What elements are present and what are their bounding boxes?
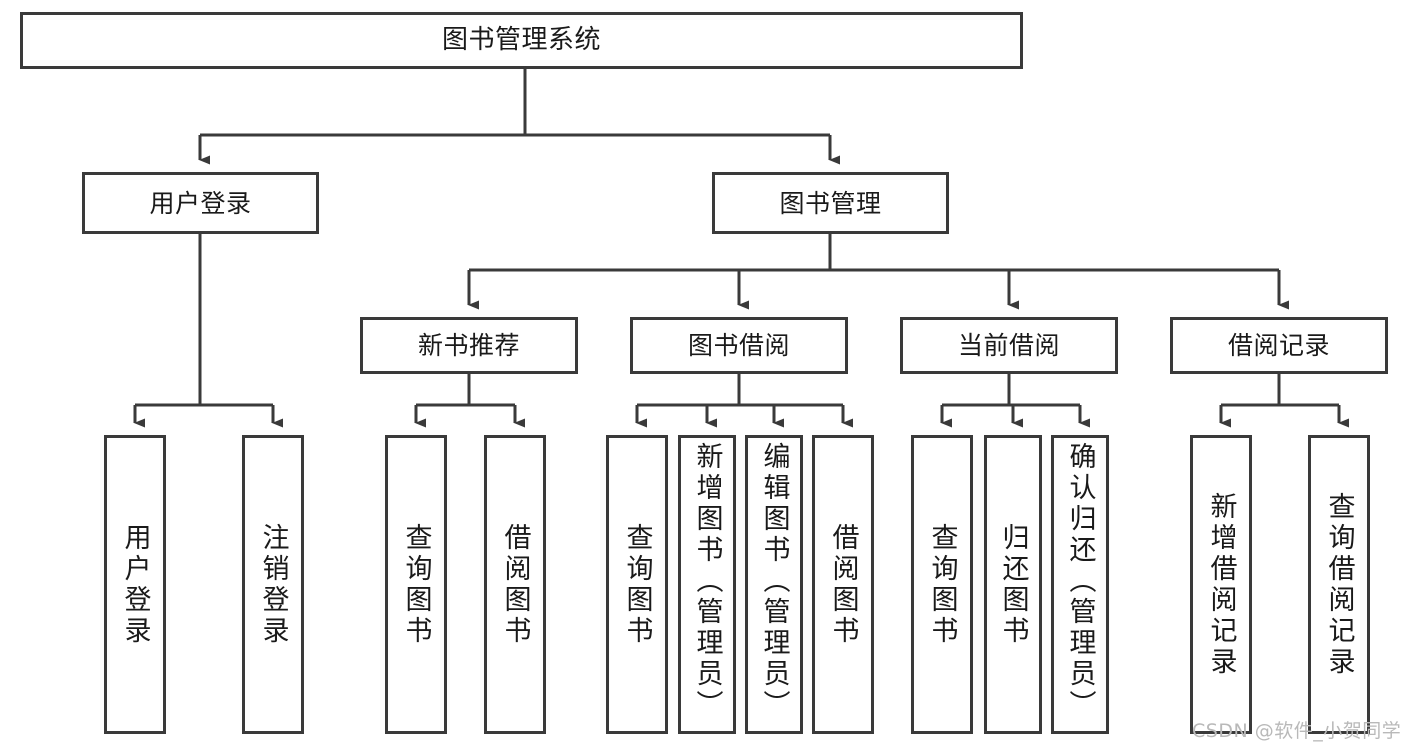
node-leaf-query-borrow-record-label: 查询借阅记录 xyxy=(1323,491,1355,678)
node-book-borrow-label: 图书借阅 xyxy=(687,331,790,360)
node-book-borrow[interactable]: 图书借阅 xyxy=(630,317,848,374)
node-book-management-label: 图书管理 xyxy=(779,188,882,218)
node-leaf-add-book-admin-label: 新增图书（管理员） xyxy=(691,442,723,721)
node-current-borrow-label: 当前借阅 xyxy=(957,331,1060,360)
node-leaf-return-book-label: 归还图书 xyxy=(997,522,1029,647)
node-leaf-query-book-1[interactable]: 查询图书 xyxy=(385,435,447,734)
node-leaf-query-book-3[interactable]: 查询图书 xyxy=(911,435,973,734)
node-root-label: 图书管理系统 xyxy=(441,25,601,56)
node-user-login[interactable]: 用户登录 xyxy=(82,172,319,234)
node-leaf-borrow-book-1[interactable]: 借阅图书 xyxy=(484,435,546,734)
node-leaf-add-borrow-record-label: 新增借阅记录 xyxy=(1205,491,1237,678)
node-book-management[interactable]: 图书管理 xyxy=(712,172,949,234)
node-leaf-borrow-book-2[interactable]: 借阅图书 xyxy=(812,435,874,734)
node-leaf-query-book-2[interactable]: 查询图书 xyxy=(606,435,668,734)
node-leaf-add-book-admin[interactable]: 新增图书（管理员） xyxy=(678,435,736,734)
node-borrow-record[interactable]: 借阅记录 xyxy=(1170,317,1388,374)
csdn-watermark: CSDN @软件_小贺同学 xyxy=(1192,720,1402,742)
node-leaf-edit-book-admin[interactable]: 编辑图书（管理员） xyxy=(745,435,803,734)
node-user-login-label: 用户登录 xyxy=(149,188,252,218)
node-leaf-borrow-book-2-label: 借阅图书 xyxy=(827,522,859,647)
node-leaf-user-login-label: 用户登录 xyxy=(119,522,151,647)
node-leaf-add-borrow-record[interactable]: 新增借阅记录 xyxy=(1190,435,1252,734)
node-leaf-query-book-1-label: 查询图书 xyxy=(400,522,432,647)
node-leaf-logout-login-label: 注销登录 xyxy=(257,522,289,647)
node-leaf-logout-login[interactable]: 注销登录 xyxy=(242,435,304,734)
node-new-book-recommend[interactable]: 新书推荐 xyxy=(360,317,578,374)
node-new-book-recommend-label: 新书推荐 xyxy=(417,331,520,360)
node-borrow-record-label: 借阅记录 xyxy=(1227,331,1330,360)
node-leaf-query-book-2-label: 查询图书 xyxy=(621,522,653,647)
node-leaf-query-borrow-record[interactable]: 查询借阅记录 xyxy=(1308,435,1370,734)
node-leaf-confirm-return-admin[interactable]: 确认归还（管理员） xyxy=(1051,435,1109,734)
node-leaf-query-book-3-label: 查询图书 xyxy=(926,522,958,647)
node-leaf-confirm-return-admin-label: 确认归还（管理员） xyxy=(1064,442,1096,721)
node-leaf-user-login[interactable]: 用户登录 xyxy=(104,435,166,734)
node-leaf-edit-book-admin-label: 编辑图书（管理员） xyxy=(758,442,790,721)
node-root[interactable]: 图书管理系统 xyxy=(20,12,1023,69)
node-leaf-borrow-book-1-label: 借阅图书 xyxy=(499,522,531,647)
node-leaf-return-book[interactable]: 归还图书 xyxy=(984,435,1042,734)
node-current-borrow[interactable]: 当前借阅 xyxy=(900,317,1118,374)
